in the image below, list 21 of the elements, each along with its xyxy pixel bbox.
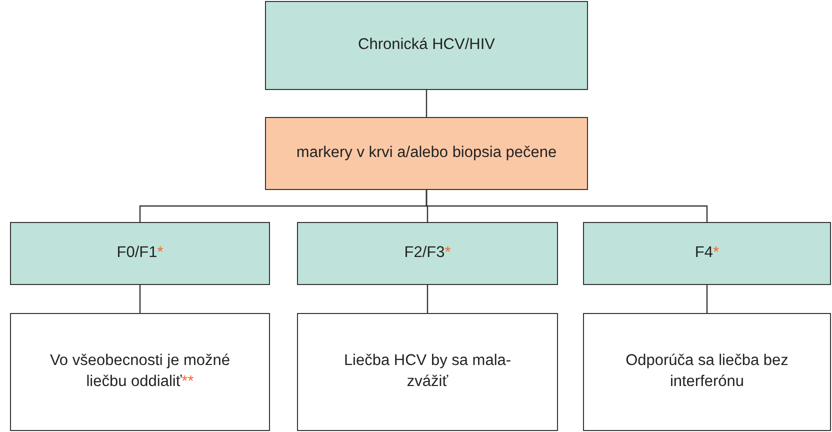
box-text: F0/F1* (116, 243, 164, 264)
connector-line (706, 285, 708, 313)
connector-line (426, 90, 428, 117)
box-text: Chronická HCV/HIV (358, 35, 495, 56)
recommendation-box (10, 313, 270, 431)
stage-box (10, 222, 270, 285)
box-text: Vo všeobecnosti je možné liečbu oddialiť** (48, 351, 232, 392)
connector-line (139, 285, 141, 313)
connector-line (426, 190, 708, 222)
start-box (265, 1, 588, 90)
stage-box (297, 222, 558, 285)
box-text: Odporúča sa liečba bez interferónu (624, 351, 790, 392)
recommendation-box (583, 313, 831, 431)
box-text: markery v krvi a/alebo biopsia pečene (296, 143, 557, 164)
box-text: F2/F3* (404, 243, 451, 264)
recommendation-box (297, 313, 558, 431)
diagnostic-box (265, 117, 588, 190)
box-text: F4* (694, 243, 720, 264)
connector-line (426, 285, 428, 313)
box-text: Liečba HCV by sa mala- zvážiť (342, 351, 512, 392)
stage-box (583, 222, 831, 285)
